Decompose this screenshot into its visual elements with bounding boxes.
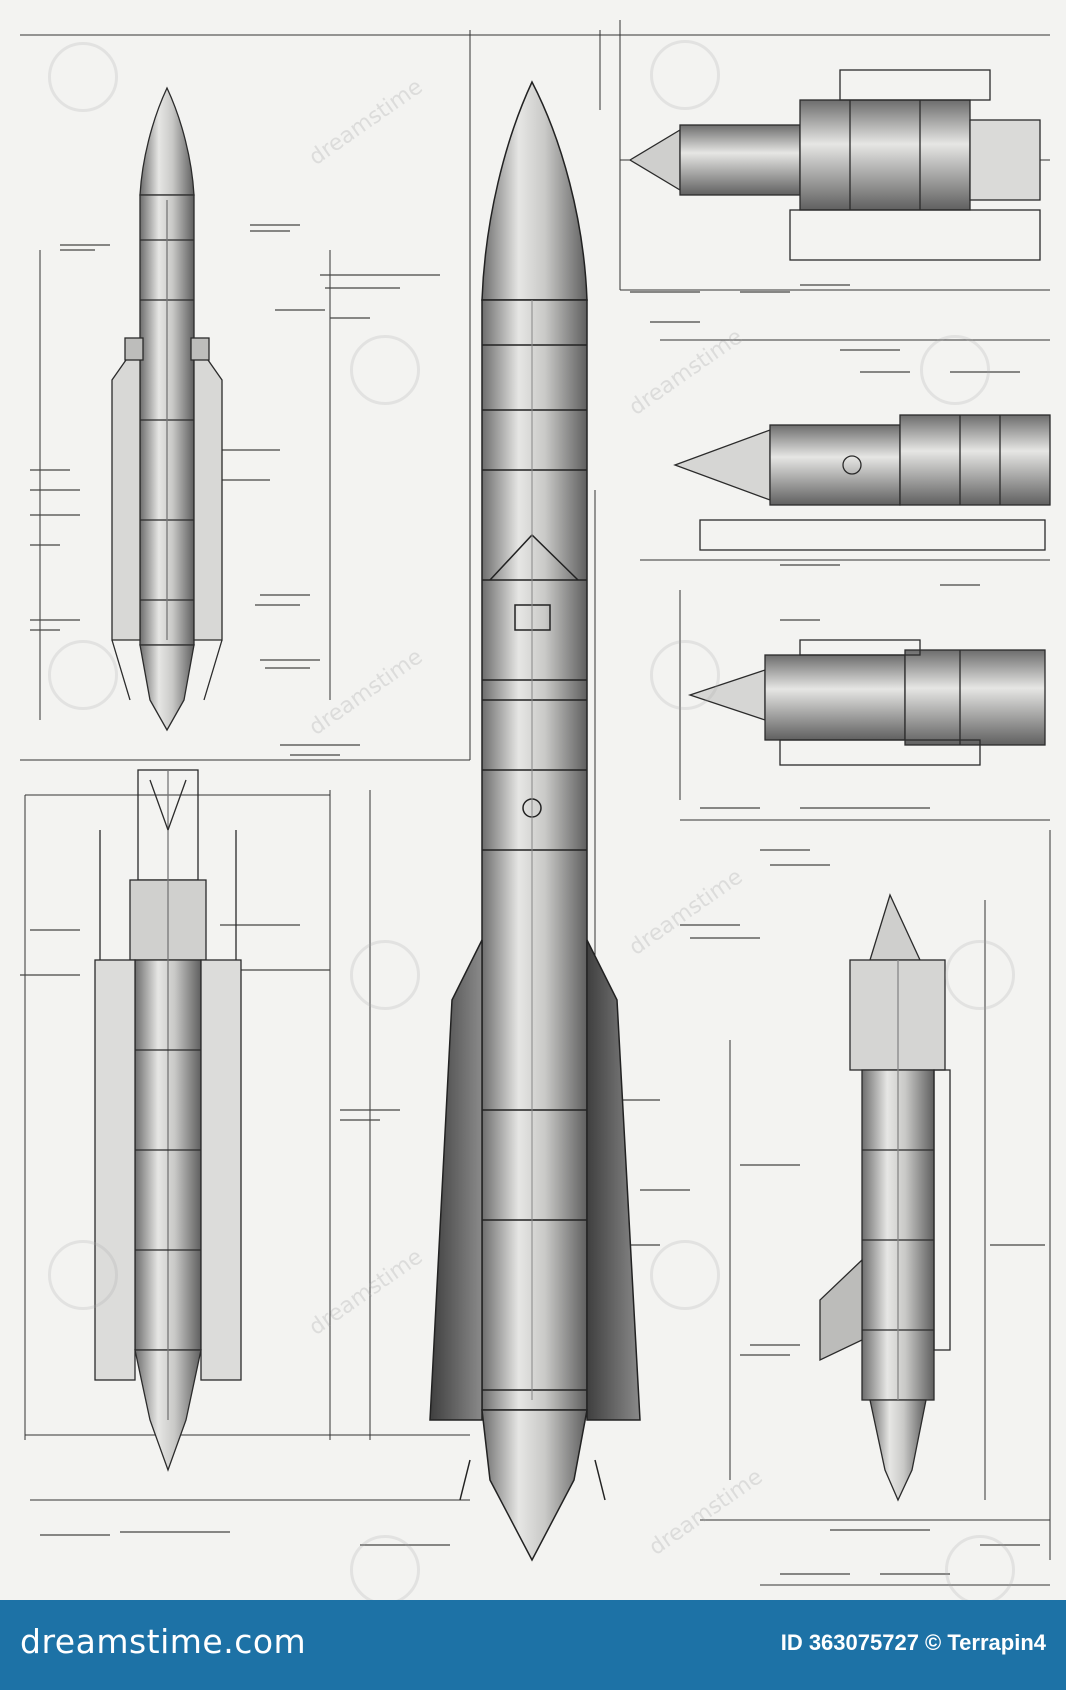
rocket-horizontal-lower-right (687, 639, 1046, 766)
rocket-vertical-bottom-right (819, 893, 951, 1502)
rocket-main-center (429, 80, 641, 1562)
image-credit: ID 363075727 © Terrapin4 (780, 1630, 1046, 1655)
blueprint-drawing (20, 20, 1051, 1586)
rocket-horizontal-top-right (628, 69, 1041, 261)
annotation-marks (20, 224, 1045, 1575)
rocket-cutaway-bottom-left (94, 769, 242, 1472)
rocket-side-view-top-left (111, 86, 223, 732)
dreamstime-logo[interactable]: dreamstime.com (20, 1622, 307, 1661)
blueprint-sheet: dreamstime dreamstime dreamstime dreamst… (20, 20, 1051, 1605)
footer-bar: dreamstime.com ID 363075727 © Terrapin4 (0, 1600, 1066, 1690)
rocket-horizontal-middle-right (673, 414, 1051, 551)
